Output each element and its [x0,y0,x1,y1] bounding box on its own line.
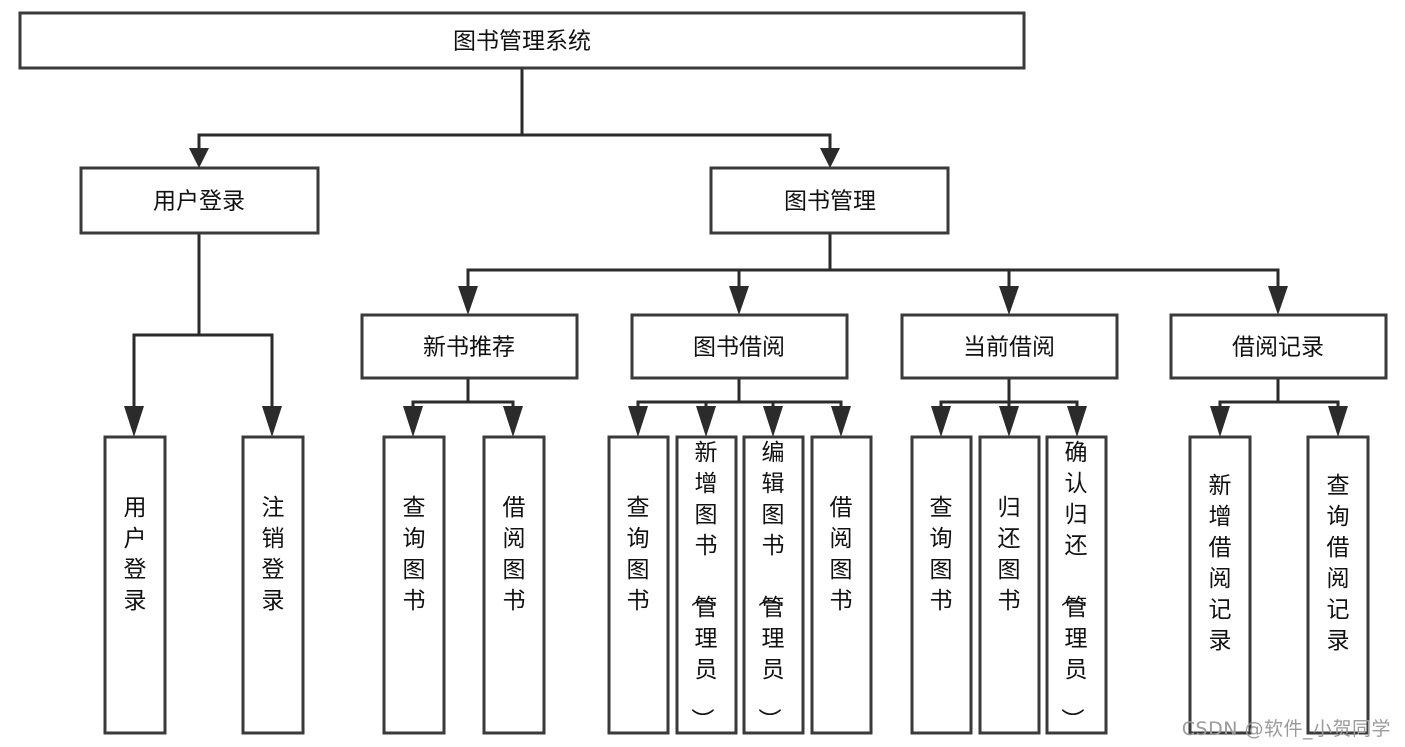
node-root-box[interactable] [18,11,1026,70]
node-leaf-query-book-1-box[interactable] [382,435,446,735]
node-leaf-query-record[interactable]: 查询借阅记录 [1306,435,1370,735]
node-root-label: 图书管理系统 [453,29,591,55]
node-current-borrow-box[interactable] [900,313,1119,380]
arrow-head-leaf-query-book-1 [403,406,423,437]
node-leaf-return-book-label: 归还图书 [998,495,1021,614]
arrow-head-leaf-edit-book [763,406,783,437]
node-leaf-query-book-2-label: 查询图书 [627,495,650,614]
node-leaf-query-book-3-label: 查询图书 [930,495,953,614]
node-leaf-user-logout-box[interactable] [241,435,305,735]
node-leaf-user-logout[interactable]: 注销登录 [241,435,305,735]
node-leaf-borrow-book-2-box[interactable] [810,435,873,735]
arrow-head-leaf-query-book-2 [628,406,648,437]
node-borrow-record-box[interactable] [1169,313,1388,380]
node-leaf-edit-book-label: 编辑图书（管理员） [756,440,785,731]
node-book-borrow[interactable]: 图书借阅 [630,313,849,380]
node-leaf-edit-book-box[interactable] [742,435,805,735]
arrow-head-leaf-user-logout [262,406,282,437]
node-current-borrow-label: 当前借阅 [963,335,1055,361]
arrow-head-leaf-return-book [999,406,1019,437]
node-book-borrow-label: 图书借阅 [693,335,785,361]
node-leaf-query-book-3[interactable]: 查询图书 [910,435,973,735]
arrow-head-leaf-user-login [124,406,144,437]
node-leaf-add-record-box[interactable] [1188,435,1252,735]
node-leaf-borrow-book-1-label: 借阅图书 [503,495,526,614]
node-leaf-query-record-box[interactable] [1306,435,1370,735]
node-current-borrow[interactable]: 当前借阅 [900,313,1119,380]
arrow-head-leaf-add-book [696,406,716,437]
node-leaf-query-record-label: 查询借阅记录 [1327,473,1350,654]
node-user-login-box[interactable] [79,166,320,235]
node-new-book-recommend-box[interactable] [360,313,579,380]
node-leaf-user-login-box[interactable] [103,435,167,735]
node-new-book-recommend-label: 新书推荐 [423,335,515,361]
node-user-login-label: 用户登录 [153,189,245,215]
arrow-head-new-book-recommend [458,286,478,315]
node-leaf-borrow-book-1[interactable]: 借阅图书 [482,435,546,735]
node-leaf-add-record-label: 新增借阅记录 [1209,473,1232,654]
node-leaf-query-book-2-box[interactable] [607,435,670,735]
node-leaf-add-book-box[interactable] [675,435,738,735]
node-book-management-label: 图书管理 [784,189,876,215]
arrow-head-book-borrow [729,286,749,315]
node-leaf-query-book-1[interactable]: 查询图书 [382,435,446,735]
node-leaf-user-login-label: 用户登录 [124,495,147,614]
arrow-head-leaf-borrow-book-1 [503,406,523,437]
node-book-management-box[interactable] [709,166,950,235]
node-leaf-confirm-return[interactable]: 确认归还（管理员） [1045,435,1108,735]
arrow-head-leaf-query-record [1328,406,1348,437]
node-borrow-record-label: 借阅记录 [1232,335,1324,361]
arrow-head-leaf-query-book-3 [931,406,951,437]
node-leaf-query-book-3-box[interactable] [910,435,973,735]
arrow-head-current-borrow [999,286,1019,315]
arrow-head-borrow-record [1268,286,1288,315]
node-root[interactable]: 图书管理系统 [18,11,1026,70]
node-leaf-borrow-book-1-box[interactable] [482,435,546,735]
node-leaf-return-book[interactable]: 归还图书 [978,435,1041,735]
node-book-management[interactable]: 图书管理 [709,166,950,235]
node-book-borrow-box[interactable] [630,313,849,380]
node-leaf-confirm-return-label: 确认归还（管理员） [1059,440,1088,731]
node-leaf-add-record[interactable]: 新增借阅记录 [1188,435,1252,735]
node-leaf-user-login[interactable]: 用户登录 [103,435,167,735]
node-leaf-query-book-1-label: 查询图书 [403,495,426,614]
arrow-head-leaf-confirm-return [1067,406,1087,437]
node-leaf-return-book-box[interactable] [978,435,1041,735]
node-borrow-record[interactable]: 借阅记录 [1169,313,1388,380]
node-leaf-add-book[interactable]: 新增图书（管理员） [675,435,738,735]
arrow-head-leaf-add-record [1210,406,1230,437]
arrow-head-book-management [820,148,840,168]
arrow-head-user-login [189,148,209,168]
node-leaf-add-book-label: 新增图书（管理员） [689,440,718,731]
node-leaf-borrow-book-2[interactable]: 借阅图书 [810,435,873,735]
node-leaf-borrow-book-2-label: 借阅图书 [830,495,853,614]
node-user-login[interactable]: 用户登录 [79,166,320,235]
node-new-book-recommend[interactable]: 新书推荐 [360,313,579,380]
node-leaf-confirm-return-box[interactable] [1045,435,1108,735]
connector-layer [124,66,1348,437]
arrow-head-leaf-borrow-book-2 [831,406,851,437]
node-leaf-edit-book[interactable]: 编辑图书（管理员） [742,435,805,735]
node-leaf-query-book-2[interactable]: 查询图书 [607,435,670,735]
node-leaf-user-logout-label: 注销登录 [262,495,285,614]
